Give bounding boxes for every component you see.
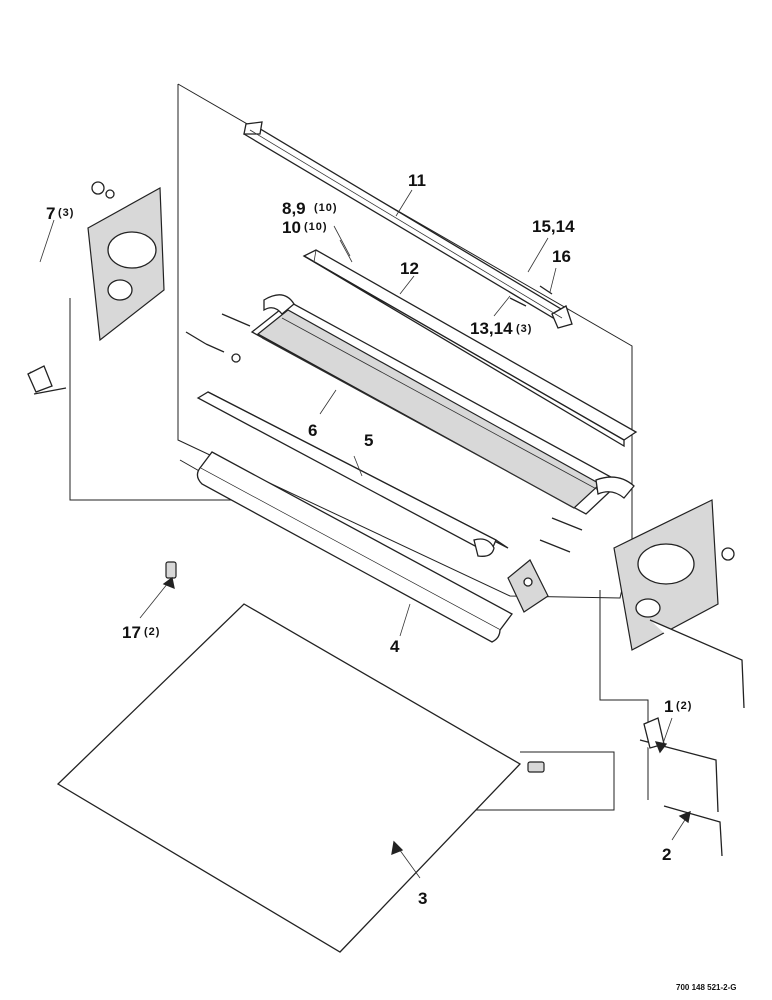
deflector-part-5 bbox=[196, 451, 513, 643]
frame-tube-part-6 bbox=[250, 294, 635, 515]
callout-4: 4 bbox=[390, 637, 400, 656]
hardware-bolts bbox=[185, 285, 583, 553]
leader-lines bbox=[39, 189, 691, 879]
callout-5: 5 bbox=[364, 431, 373, 450]
callout-2: 2 bbox=[662, 845, 671, 864]
right-side-plate bbox=[613, 499, 735, 651]
callout-7: 7 bbox=[46, 204, 55, 223]
callout-16: 16 bbox=[552, 247, 571, 266]
panel-sheet-part-3 bbox=[56, 603, 522, 953]
callout-13-14-qty: (3) bbox=[516, 323, 532, 335]
callout-8-9: 8,9 bbox=[282, 199, 306, 218]
callout-3: 3 bbox=[418, 889, 427, 908]
callout-7-qty: (3) bbox=[58, 207, 74, 219]
drawing-code: 700 148 521-2-G bbox=[676, 983, 737, 992]
callout-13-14: 13,14 bbox=[470, 319, 513, 338]
callout-17-qty: (2) bbox=[144, 626, 160, 638]
left-shaft bbox=[27, 365, 67, 395]
left-side-plate bbox=[87, 181, 165, 342]
roller-bar-part-4 bbox=[196, 391, 509, 557]
support-bar-part-11 bbox=[243, 121, 573, 329]
callout-11: 11 bbox=[408, 171, 426, 190]
callout-12: 12 bbox=[400, 259, 419, 278]
callout-10: 10 bbox=[282, 218, 301, 237]
side-outline-right bbox=[599, 590, 649, 800]
callout-8-9-qty: (10) bbox=[314, 202, 338, 214]
assembly-outline bbox=[177, 83, 633, 599]
rods-part-1-2 bbox=[639, 619, 745, 857]
pins-part-17 bbox=[165, 561, 545, 773]
callout-15-14: 15,14 bbox=[532, 217, 575, 236]
callout-1: 1 bbox=[664, 697, 673, 716]
callout-17: 17 bbox=[122, 623, 141, 642]
mounting-bracket bbox=[507, 559, 549, 613]
callout-6: 6 bbox=[308, 421, 317, 440]
angle-strip-part-12 bbox=[302, 249, 638, 448]
callout-10-qty: (10) bbox=[304, 221, 328, 233]
callout-1-qty: (2) bbox=[676, 700, 692, 712]
